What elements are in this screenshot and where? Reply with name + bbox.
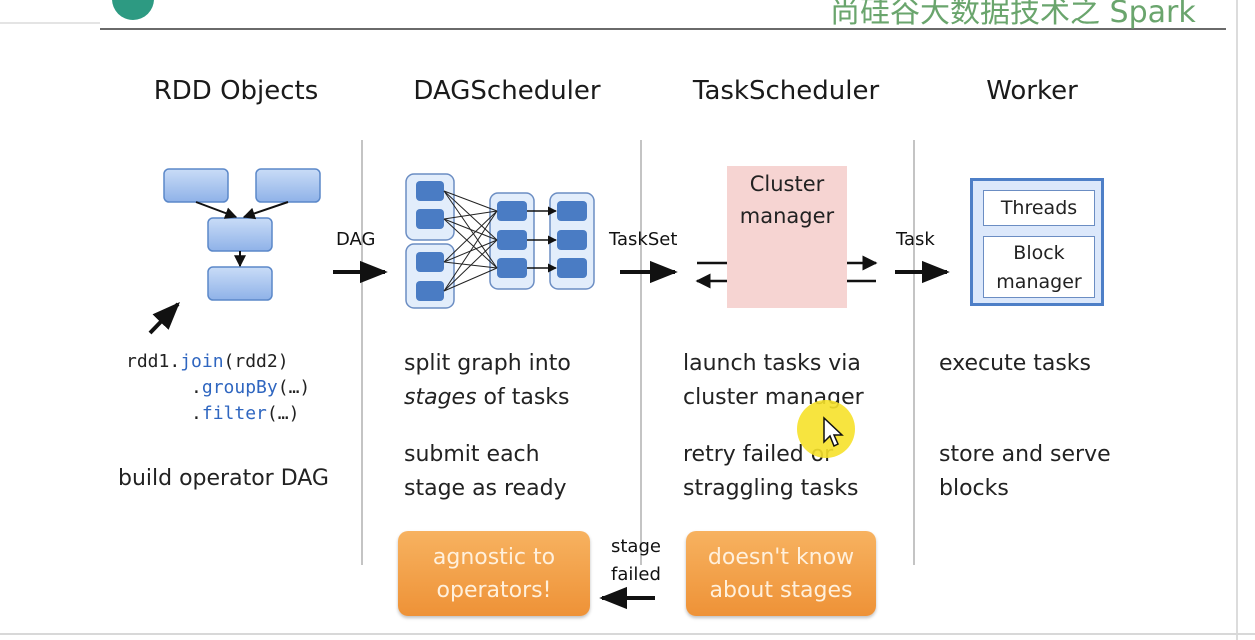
heading-task-scheduler: TaskScheduler: [692, 76, 880, 106]
separator-2: [640, 140, 642, 565]
rdd-edge-a: [195, 201, 238, 219]
rdd-box-b: [255, 168, 321, 203]
move-cursor-icon: [823, 416, 844, 448]
dag-desc-1: split graph into stages of tasks: [404, 351, 571, 410]
header-left-rule: [0, 22, 100, 24]
stage-failed-label: stage failed: [611, 536, 661, 585]
bottom-rule: [0, 633, 1255, 635]
cluster-manager-label: Cluster manager: [739, 172, 835, 228]
rdd-box-d: [207, 266, 273, 301]
rdd-box-a: [163, 168, 229, 203]
doesnt-know-callout: doesn't know about stages: [686, 531, 876, 616]
heading-rdd-objects: RDD Objects: [153, 76, 319, 106]
rdd-desc: build operator DAG: [118, 466, 329, 491]
logo-icon: [112, 0, 154, 20]
separator-1: [361, 140, 363, 565]
header-rule: [100, 28, 1226, 30]
block-manager-box: Block manager: [983, 236, 1095, 298]
separator-3: [913, 140, 915, 565]
code-pointer-arrow: [148, 301, 180, 335]
rdd-graph: [148, 168, 321, 335]
window-edge: [1236, 0, 1238, 640]
rdd-edge-b: [242, 201, 289, 220]
cluster-manager-box: [727, 166, 847, 308]
heading-dag-scheduler: DAGScheduler: [413, 76, 601, 106]
stage-graph: [405, 173, 595, 309]
dag-desc-2: submit each stage as ready: [404, 442, 567, 501]
task-label: Task: [896, 229, 935, 250]
threads-box: Threads: [983, 190, 1095, 226]
worker-desc-1: execute tasks: [939, 351, 1091, 376]
taskset-label: TaskSet: [609, 229, 678, 250]
rdd-code: rdd1.join(rdd2) .groupBy(…) .filter(…): [126, 351, 311, 424]
task-desc-2: retry failed or straggling tasks: [683, 442, 859, 501]
heading-worker: Worker: [986, 76, 1078, 106]
agnostic-callout: agnostic to operators!: [398, 531, 590, 616]
dag-label: DAG: [336, 229, 376, 250]
worker-desc-2: store and serve blocks: [939, 442, 1111, 501]
header-title: 尚硅谷大数据技术之 Spark: [830, 0, 1196, 30]
rdd-box-c: [207, 217, 273, 252]
